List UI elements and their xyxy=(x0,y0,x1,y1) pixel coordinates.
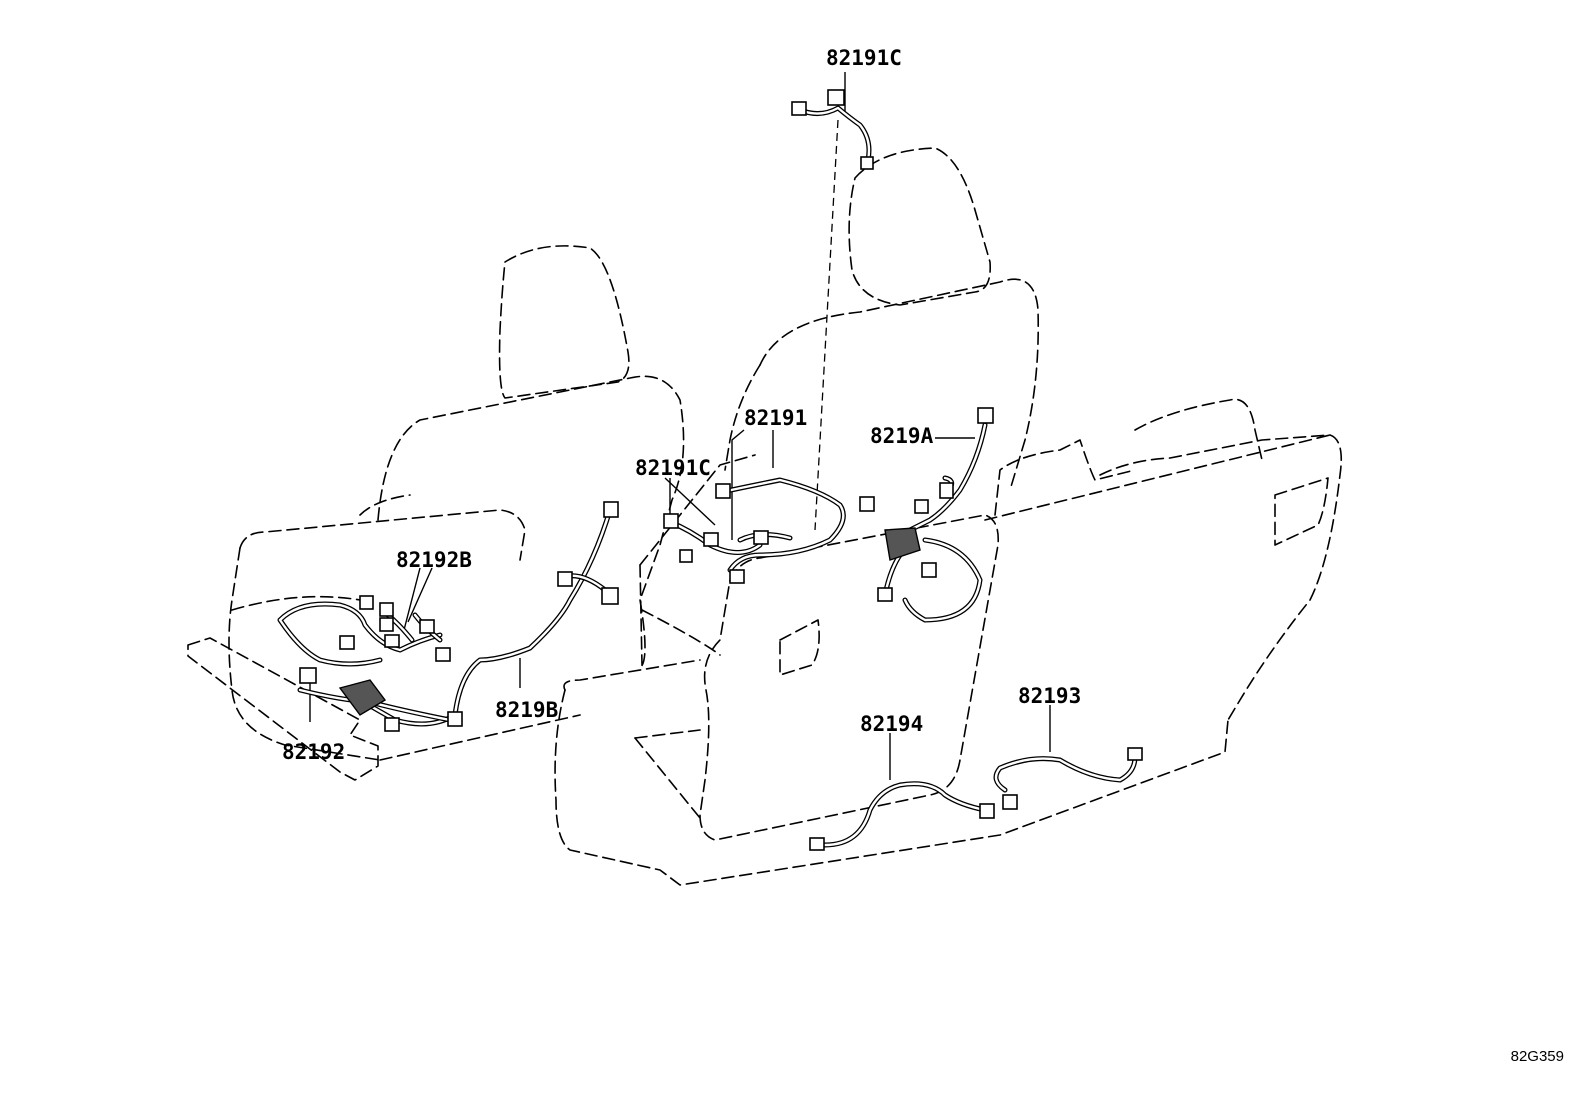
callout-8219a: 8219A xyxy=(870,424,934,448)
leader-lines xyxy=(309,72,1051,780)
front-seat-outline xyxy=(187,245,685,781)
callout-82191: 82191 xyxy=(744,406,808,430)
callout-82192: 82192 xyxy=(282,740,346,764)
callout-82193: 82193 xyxy=(1018,684,1082,708)
connectors xyxy=(299,89,1143,851)
figure-code: 82G359 xyxy=(1510,1048,1564,1065)
rear-seat-outline xyxy=(554,147,1343,886)
callout-82194: 82194 xyxy=(860,712,924,736)
callout-82191c-top: 82191C xyxy=(826,46,902,70)
callout-8219b: 8219B xyxy=(495,698,559,722)
callout-82192b: 82192B xyxy=(396,548,472,572)
callout-82191c-mid: 82191C xyxy=(635,456,711,480)
